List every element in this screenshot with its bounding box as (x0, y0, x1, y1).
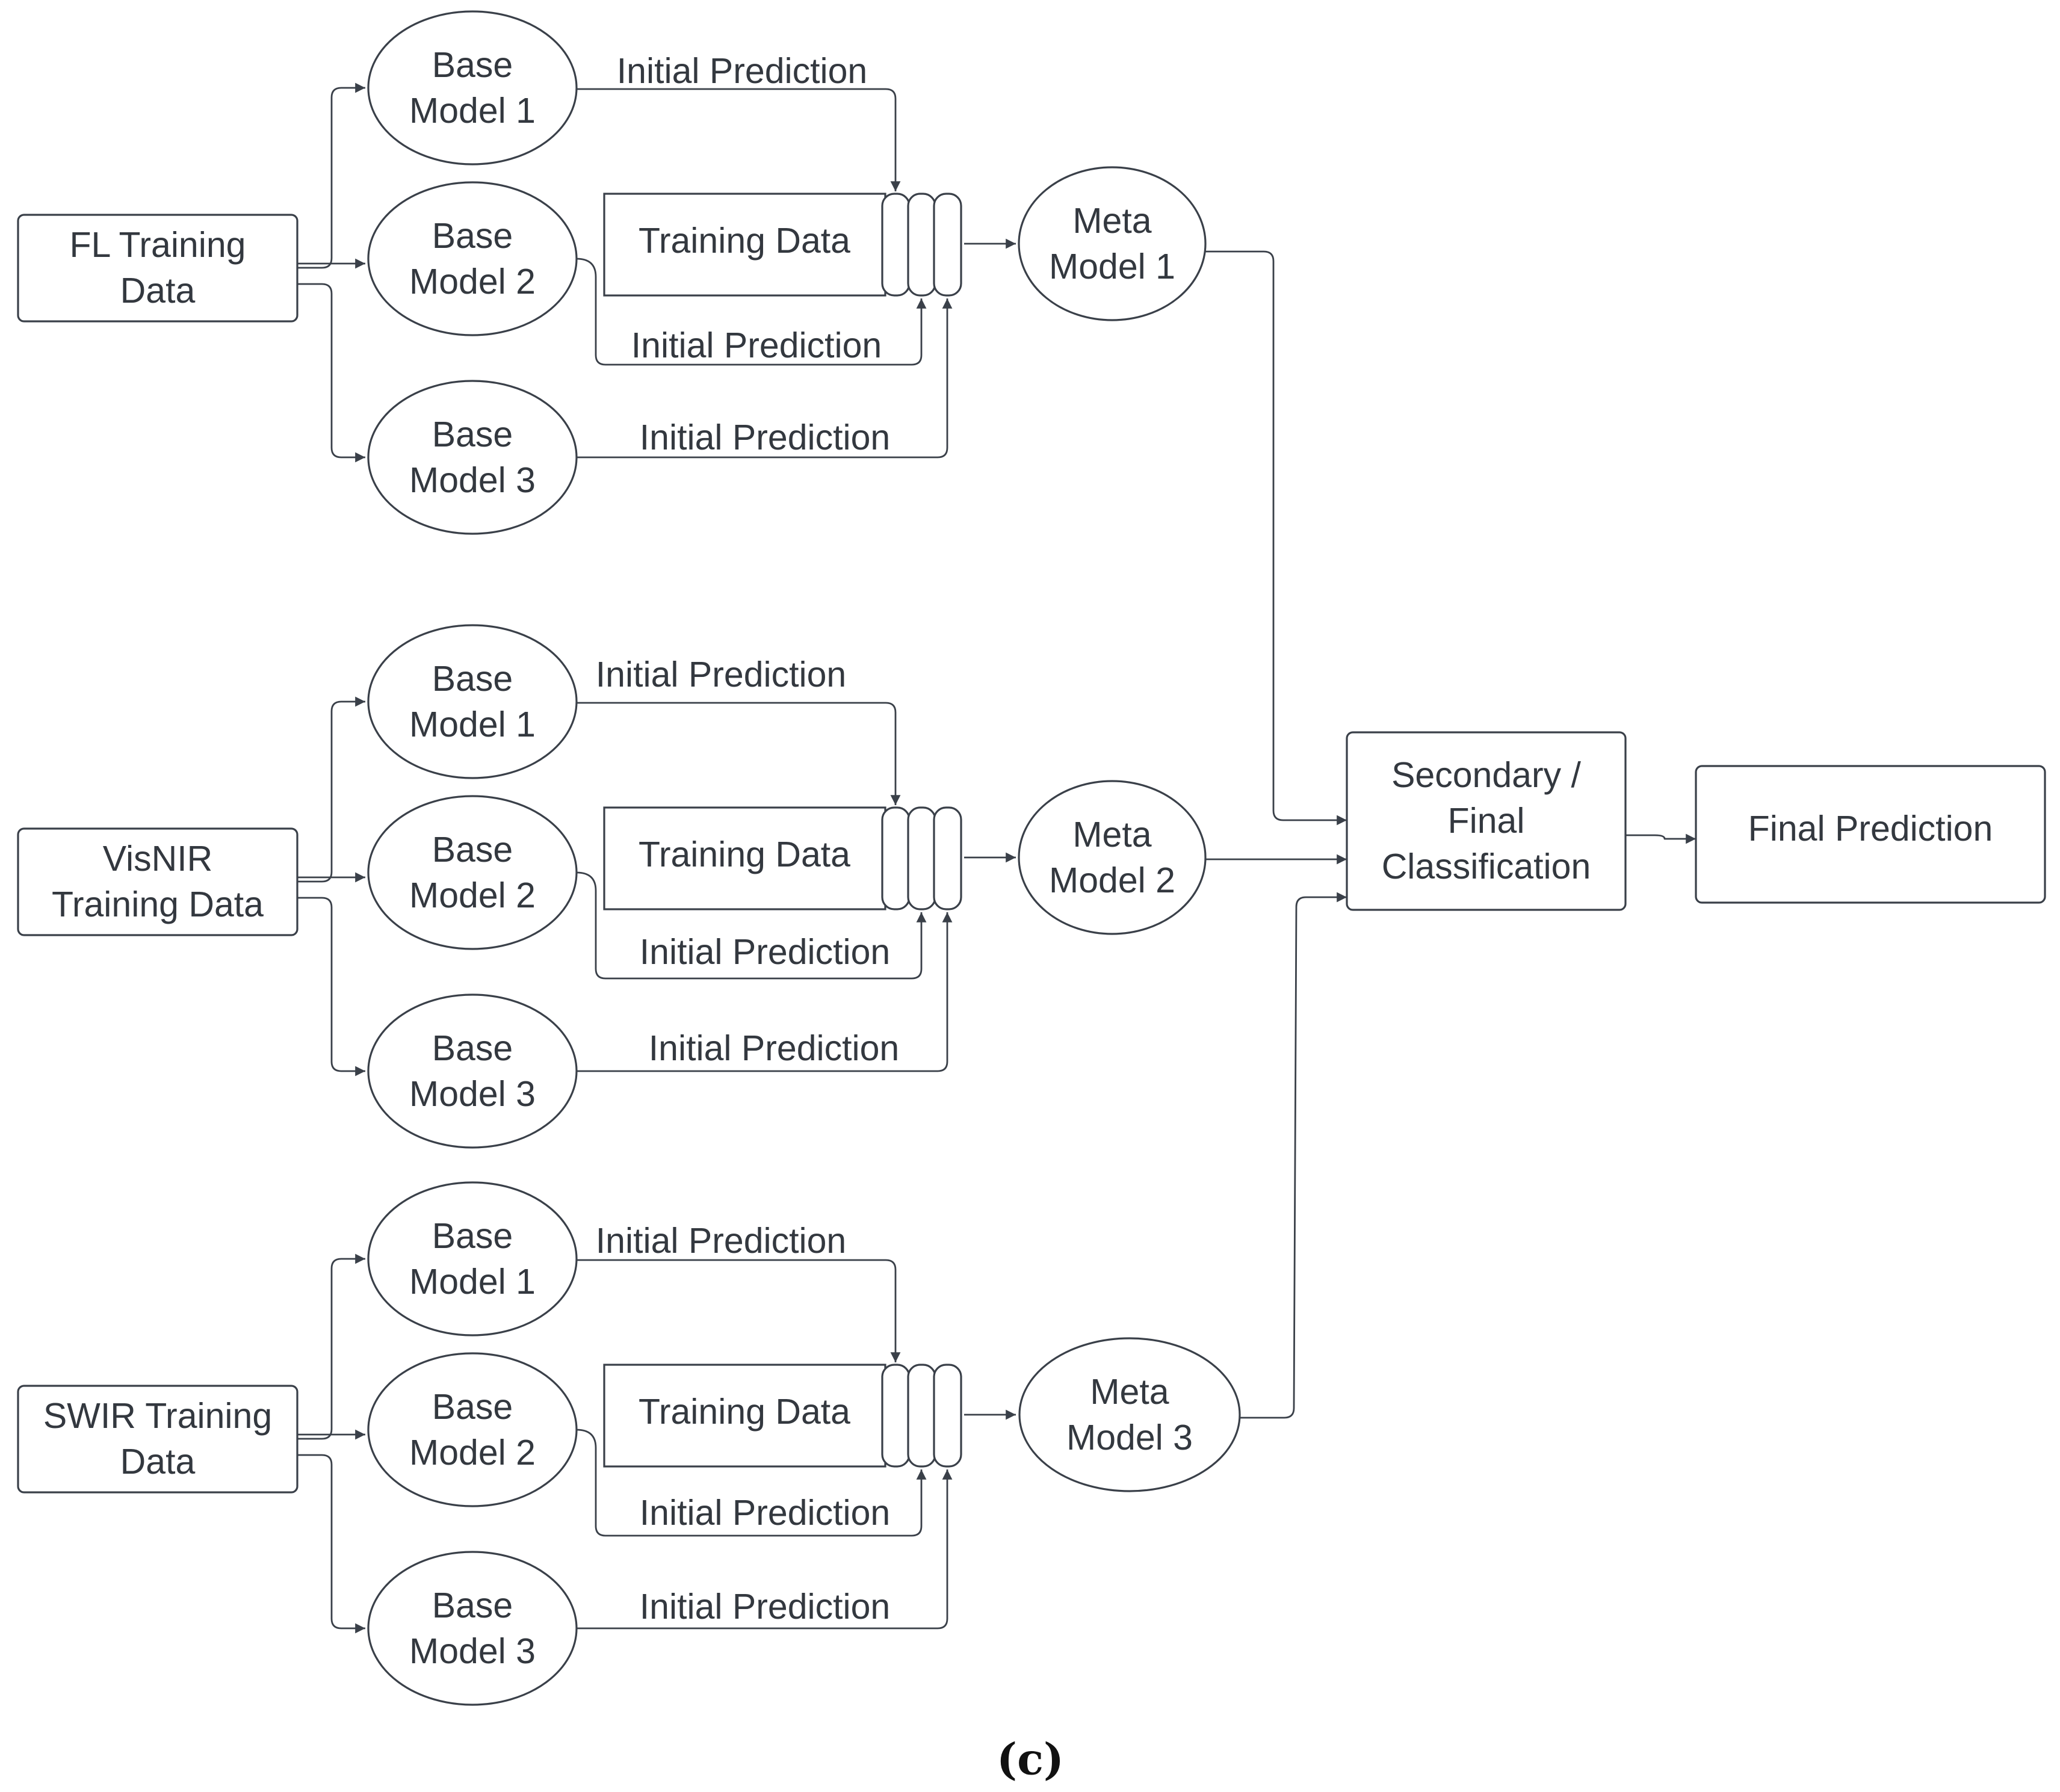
fl-training-data-stack-box (603, 193, 886, 297)
edge-meta-3-to-secondary (1240, 892, 1347, 1419)
meta-model-3-label: Model 3 (1066, 1418, 1193, 1457)
swir-base-model-1 (367, 1181, 578, 1336)
meta-model-3 (1018, 1337, 1241, 1492)
fl-base-model-1-label: Model 1 (409, 91, 536, 131)
meta-model-2-label: Meta (1072, 815, 1151, 854)
edge-visnir-base-1-prediction (577, 702, 901, 805)
edge-fl-to-base-1 (297, 82, 365, 269)
figure-caption: (c) (997, 1734, 1064, 1785)
visnir-prediction-slot-2 (907, 806, 936, 910)
swir-training-data-node (17, 1385, 298, 1494)
swir-base-model-1-label: Base (432, 1216, 513, 1256)
visnir-prediction-slot-3 (933, 806, 962, 910)
swir-training-data-label: Data (120, 1442, 196, 1481)
fl-prediction-slot-3 (933, 193, 962, 297)
visnir-base-model-1 (367, 624, 578, 779)
fl-initial-prediction-label-2: Initial Prediction (631, 326, 882, 365)
visnir-prediction-slot-1 (881, 806, 911, 910)
fl-base-model-3 (367, 380, 578, 535)
edge-meta-1-to-secondary (1205, 250, 1347, 826)
swir-base-model-2 (367, 1352, 578, 1507)
meta-model-3-label: Meta (1090, 1372, 1169, 1412)
meta-model-2 (1018, 780, 1207, 935)
visnir-base-model-2-label: Base (432, 830, 513, 870)
visnir-initial-prediction-label-2: Initial Prediction (640, 932, 891, 972)
visnir-base-model-3 (367, 993, 578, 1149)
secondary-classification-label: Classification (1382, 847, 1591, 886)
edge-swir-base-2-prediction (576, 1429, 927, 1537)
visnir-stack-training-data-label: Training Data (639, 835, 850, 874)
edge-fl-base-1-prediction (577, 88, 901, 191)
meta-model-2-label: Model 2 (1049, 860, 1175, 900)
fl-base-model-3-label: Base (432, 415, 513, 454)
fl-base-model-2 (367, 181, 578, 336)
secondary-classification-node (1346, 731, 1627, 911)
swir-training-data-label: SWIR Training (43, 1396, 272, 1436)
fl-initial-prediction-label-1: Initial Prediction (617, 51, 868, 91)
edge-swir-to-base-3 (297, 1454, 365, 1634)
visnir-base-model-1-label: Base (432, 659, 513, 699)
meta-model-1-label: Model 1 (1049, 247, 1175, 286)
fl-prediction-slot-1 (881, 193, 911, 297)
edge-visnir-to-base-1 (297, 696, 365, 883)
fl-training-data-node (17, 214, 298, 323)
fl-training-data-label: Data (120, 271, 196, 311)
fl-initial-prediction-label-3: Initial Prediction (640, 418, 891, 457)
final-prediction-label: Final Prediction (1748, 809, 1993, 848)
swir-initial-prediction-label-1: Initial Prediction (596, 1221, 847, 1261)
visnir-initial-prediction-label-3: Initial Prediction (649, 1028, 900, 1068)
edge-fl-base-2-prediction (576, 258, 927, 366)
connector-layer (297, 82, 1696, 1634)
swir-prediction-slot-2 (907, 1364, 936, 1468)
edge-swir-to-base-1 (297, 1253, 365, 1440)
visnir-training-data-label: Training Data (52, 885, 264, 924)
edge-fl-to-base-3 (297, 283, 365, 463)
fl-base-model-3-label: Model 3 (409, 460, 536, 500)
edge-visnir-base-2-prediction (576, 871, 927, 980)
swir-base-model-3-label: Model 3 (409, 1631, 536, 1671)
visnir-base-model-3-label: Model 3 (409, 1074, 536, 1114)
fl-base-model-1-label: Base (432, 45, 513, 85)
swir-base-model-3 (367, 1551, 578, 1706)
fl-prediction-slot-2 (907, 193, 936, 297)
visnir-base-model-2-label: Model 2 (409, 876, 536, 915)
fl-stack-training-data-label: Training Data (639, 221, 850, 261)
edge-visnir-base-3-prediction (577, 912, 953, 1072)
edge-swir-base-1-prediction (577, 1259, 901, 1362)
visnir-initial-prediction-label-1: Initial Prediction (596, 655, 847, 694)
meta-model-1-label: Meta (1072, 201, 1151, 241)
swir-base-model-1-label: Model 1 (409, 1262, 536, 1302)
swir-base-model-3-label: Base (432, 1586, 513, 1625)
fl-base-model-1 (367, 10, 578, 165)
visnir-training-data-stack-box (603, 806, 886, 910)
edge-visnir-to-base-3 (297, 897, 365, 1077)
secondary-classification-label: Secondary / (1391, 755, 1581, 795)
edge-fl-base-3-prediction (577, 298, 953, 459)
visnir-base-model-3-label: Base (432, 1028, 513, 1068)
swir-prediction-slot-1 (881, 1364, 911, 1468)
swir-base-model-2-label: Base (432, 1387, 513, 1427)
visnir-base-model-2 (367, 795, 578, 950)
swir-stack-training-data-label: Training Data (639, 1392, 850, 1432)
fl-training-data-label: FL Training (70, 225, 246, 265)
secondary-classification-label: Final (1448, 801, 1525, 841)
edge-swir-base-3-prediction (577, 1469, 953, 1630)
visnir-training-data-node (17, 827, 298, 936)
edge-secondary-to-final (1625, 833, 1696, 844)
swir-base-model-2-label: Model 2 (409, 1433, 536, 1472)
fl-base-model-2-label: Base (432, 216, 513, 256)
visnir-base-model-1-label: Model 1 (409, 705, 536, 744)
swir-initial-prediction-label-2: Initial Prediction (640, 1493, 891, 1533)
final-prediction-node (1695, 765, 2046, 904)
meta-model-1 (1018, 166, 1207, 321)
swir-initial-prediction-label-3: Initial Prediction (640, 1587, 891, 1627)
visnir-training-data-label: VisNIR (103, 839, 213, 879)
fl-base-model-2-label: Model 2 (409, 262, 536, 301)
swir-prediction-slot-3 (933, 1364, 962, 1468)
